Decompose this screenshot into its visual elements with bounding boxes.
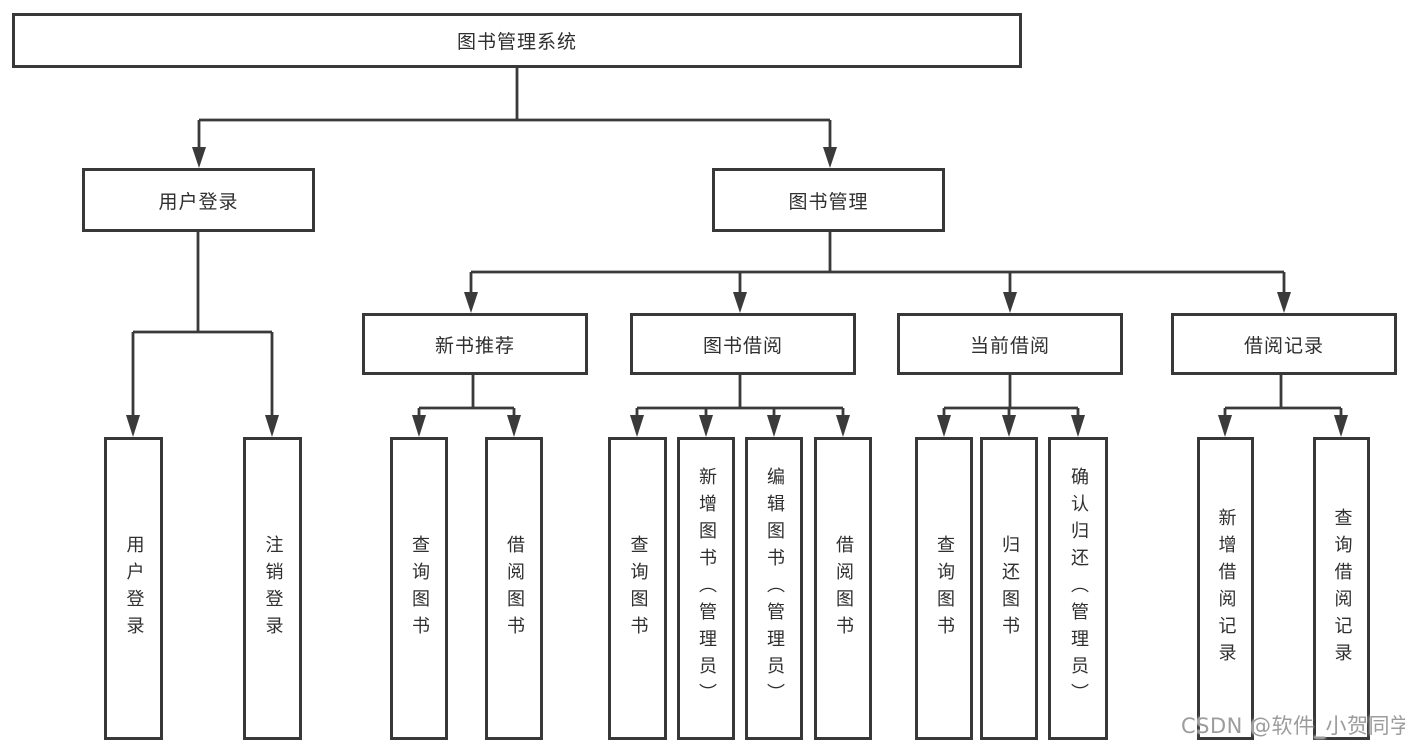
connector-borrow-to-leaves bbox=[630, 375, 850, 437]
node-root: 图书管理系统 bbox=[12, 13, 1022, 68]
leaf-borrow-books-recommend: 借阅图书 bbox=[485, 437, 543, 740]
node-book-borrowing-label: 图书借阅 bbox=[702, 334, 783, 357]
connector-newbook-to-leaves bbox=[412, 375, 521, 437]
leaf-logout: 注销登录 bbox=[243, 437, 302, 740]
leaf-edit-books-admin-label: 编辑图书（管理员） bbox=[764, 467, 785, 710]
leaf-add-borrow-record-label: 新增借阅记录 bbox=[1215, 507, 1237, 670]
leaf-borrow-books-recommend-label: 借阅图书 bbox=[504, 534, 525, 643]
leaf-query-books-recommend-label: 查询图书 bbox=[409, 534, 430, 643]
leaf-query-borrow-record: 查询借阅记录 bbox=[1313, 437, 1370, 740]
leaf-return-books-label: 归还图书 bbox=[999, 534, 1020, 643]
node-borrowing-records: 借阅记录 bbox=[1171, 313, 1397, 375]
connector-root-to-level2 bbox=[192, 68, 837, 168]
leaf-add-books-admin: 新增图书（管理员） bbox=[677, 437, 735, 740]
connector-records-to-leaves bbox=[1218, 375, 1348, 437]
leaf-confirm-return-admin-label: 确认归还（管理员） bbox=[1068, 467, 1089, 710]
leaf-query-borrow-record-label: 查询借阅记录 bbox=[1331, 507, 1353, 670]
leaf-query-books-borrow-label: 查询图书 bbox=[627, 534, 649, 643]
connector-current-to-leaves bbox=[937, 375, 1085, 437]
node-root-label: 图书管理系统 bbox=[456, 31, 577, 53]
leaf-confirm-return-admin: 确认归还（管理员） bbox=[1048, 437, 1108, 740]
leaf-query-books-current: 查询图书 bbox=[915, 437, 973, 740]
leaf-edit-books-admin: 编辑图书（管理员） bbox=[745, 437, 803, 740]
node-user-login-label: 用户登录 bbox=[158, 190, 239, 213]
node-user-login: 用户登录 bbox=[82, 168, 315, 232]
connector-management-to-level3 bbox=[464, 232, 1291, 313]
node-new-book-recommend: 新书推荐 bbox=[362, 313, 588, 375]
node-borrowing-records-label: 借阅记录 bbox=[1243, 334, 1324, 357]
node-new-book-recommend-label: 新书推荐 bbox=[434, 334, 515, 357]
leaf-user-login: 用户登录 bbox=[104, 437, 163, 740]
leaf-logout-label: 注销登录 bbox=[262, 534, 284, 643]
leaf-user-login-label: 用户登录 bbox=[123, 534, 145, 643]
node-current-borrowing-label: 当前借阅 bbox=[969, 334, 1050, 357]
leaf-add-books-admin-label: 新增图书（管理员） bbox=[696, 467, 717, 710]
leaf-query-books-borrow: 查询图书 bbox=[608, 437, 667, 740]
leaf-borrow-books-label: 借阅图书 bbox=[833, 534, 854, 643]
node-book-management: 图书管理 bbox=[712, 168, 945, 232]
leaf-add-borrow-record: 新增借阅记录 bbox=[1197, 437, 1254, 740]
csdn-watermark: CSDN @软件_小贺同学 bbox=[1181, 714, 1405, 738]
leaf-borrow-books: 借阅图书 bbox=[814, 437, 872, 740]
leaf-query-books-recommend: 查询图书 bbox=[390, 437, 448, 740]
leaf-query-books-current-label: 查询图书 bbox=[934, 534, 955, 643]
leaf-return-books: 归还图书 bbox=[980, 437, 1038, 740]
node-book-borrowing: 图书借阅 bbox=[630, 313, 856, 375]
connector-login-to-leaves bbox=[126, 232, 279, 437]
node-current-borrowing: 当前借阅 bbox=[897, 313, 1123, 375]
node-book-management-label: 图书管理 bbox=[788, 190, 869, 213]
